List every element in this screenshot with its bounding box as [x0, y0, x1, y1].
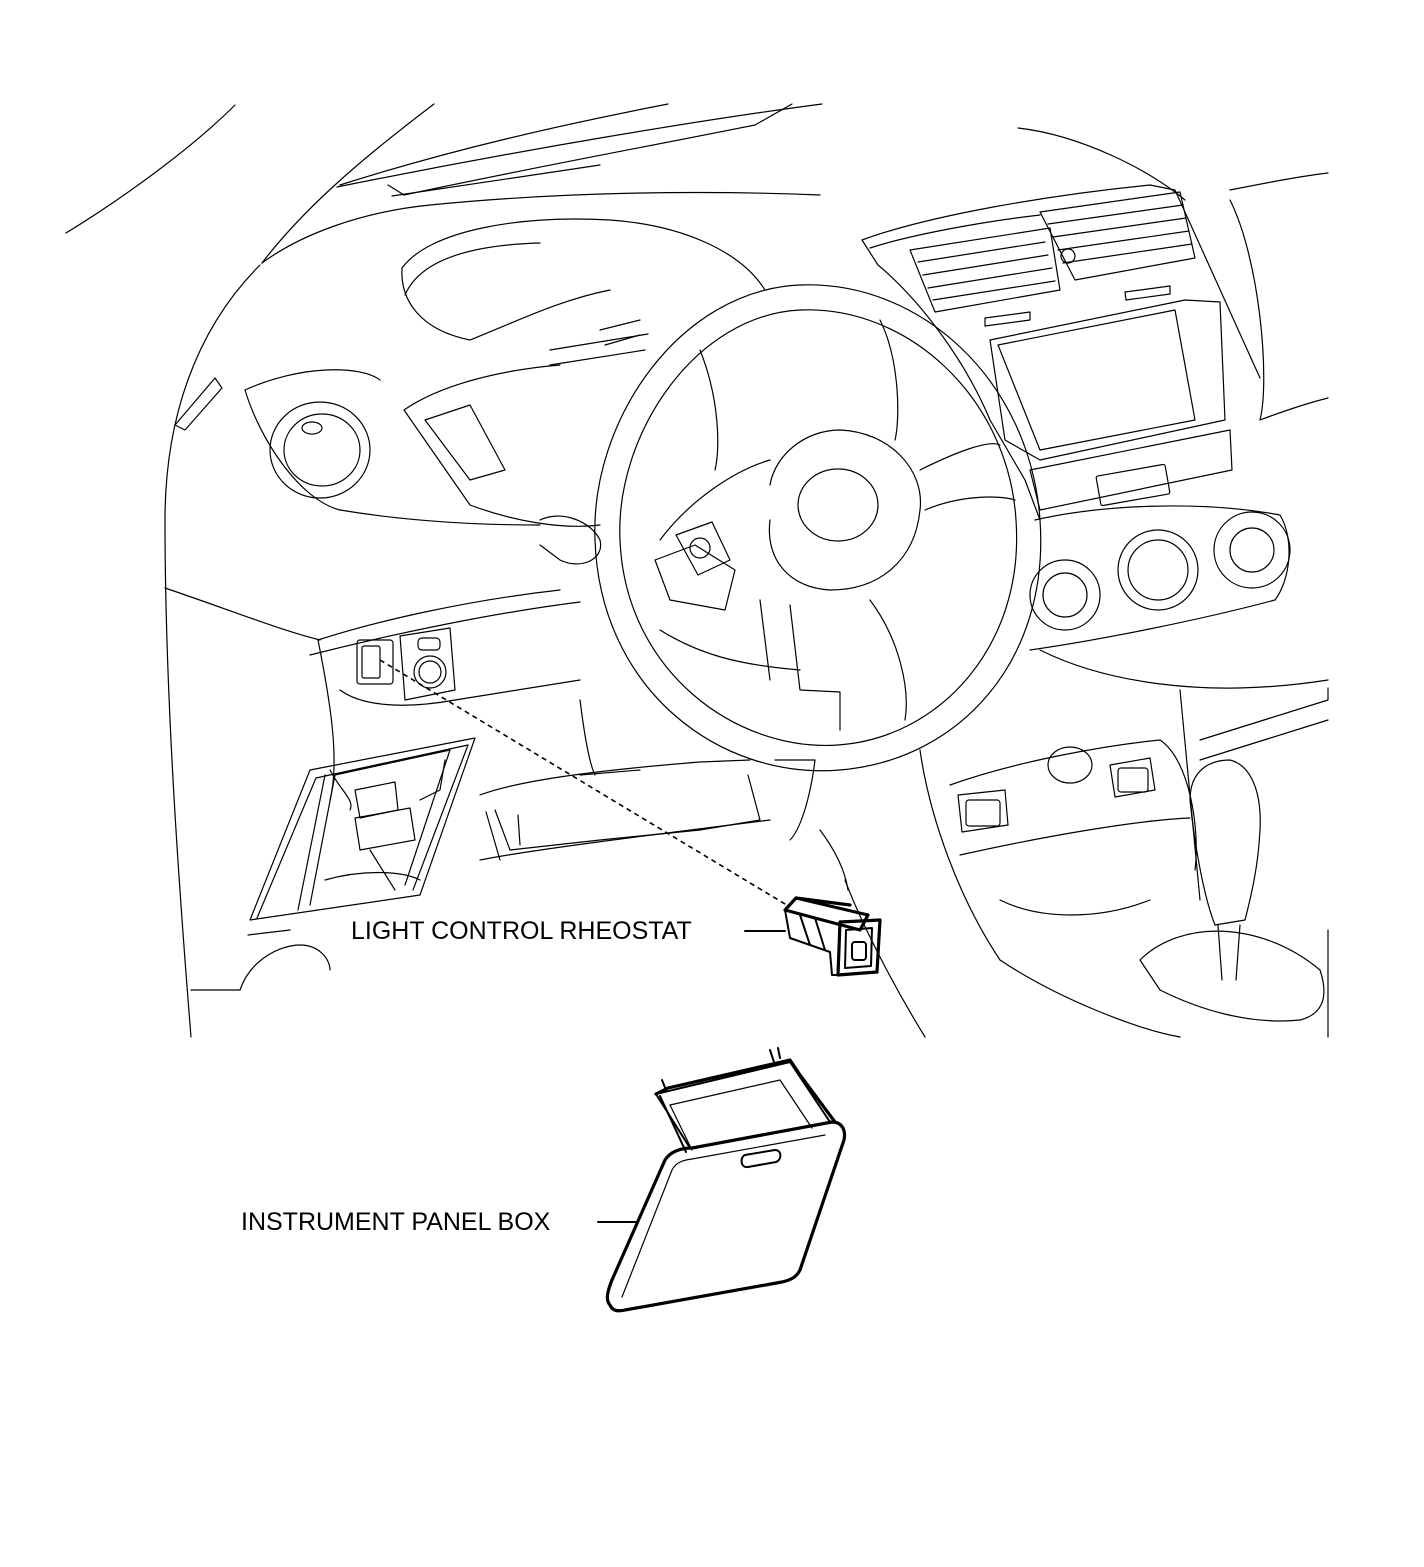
center-stack — [861, 127, 1329, 1038]
light-control-rheostat-part — [783, 896, 882, 977]
steering-wheel — [594, 284, 1042, 772]
left-switch-panel — [339, 627, 581, 706]
lower-center-panel — [479, 699, 926, 1038]
instrument-panel-box-label: INSTRUMENT PANEL BOX — [241, 1208, 551, 1236]
box-cavity — [249, 737, 476, 921]
instrument-panel-box-part — [605, 1047, 847, 1313]
dashboard-body — [164, 191, 821, 1038]
windshield-lines — [65, 103, 823, 264]
rheostat-leader-dashed — [379, 659, 791, 908]
light-control-rheostat-label: LIGHT CONTROL RHEOSTAT — [351, 917, 692, 945]
